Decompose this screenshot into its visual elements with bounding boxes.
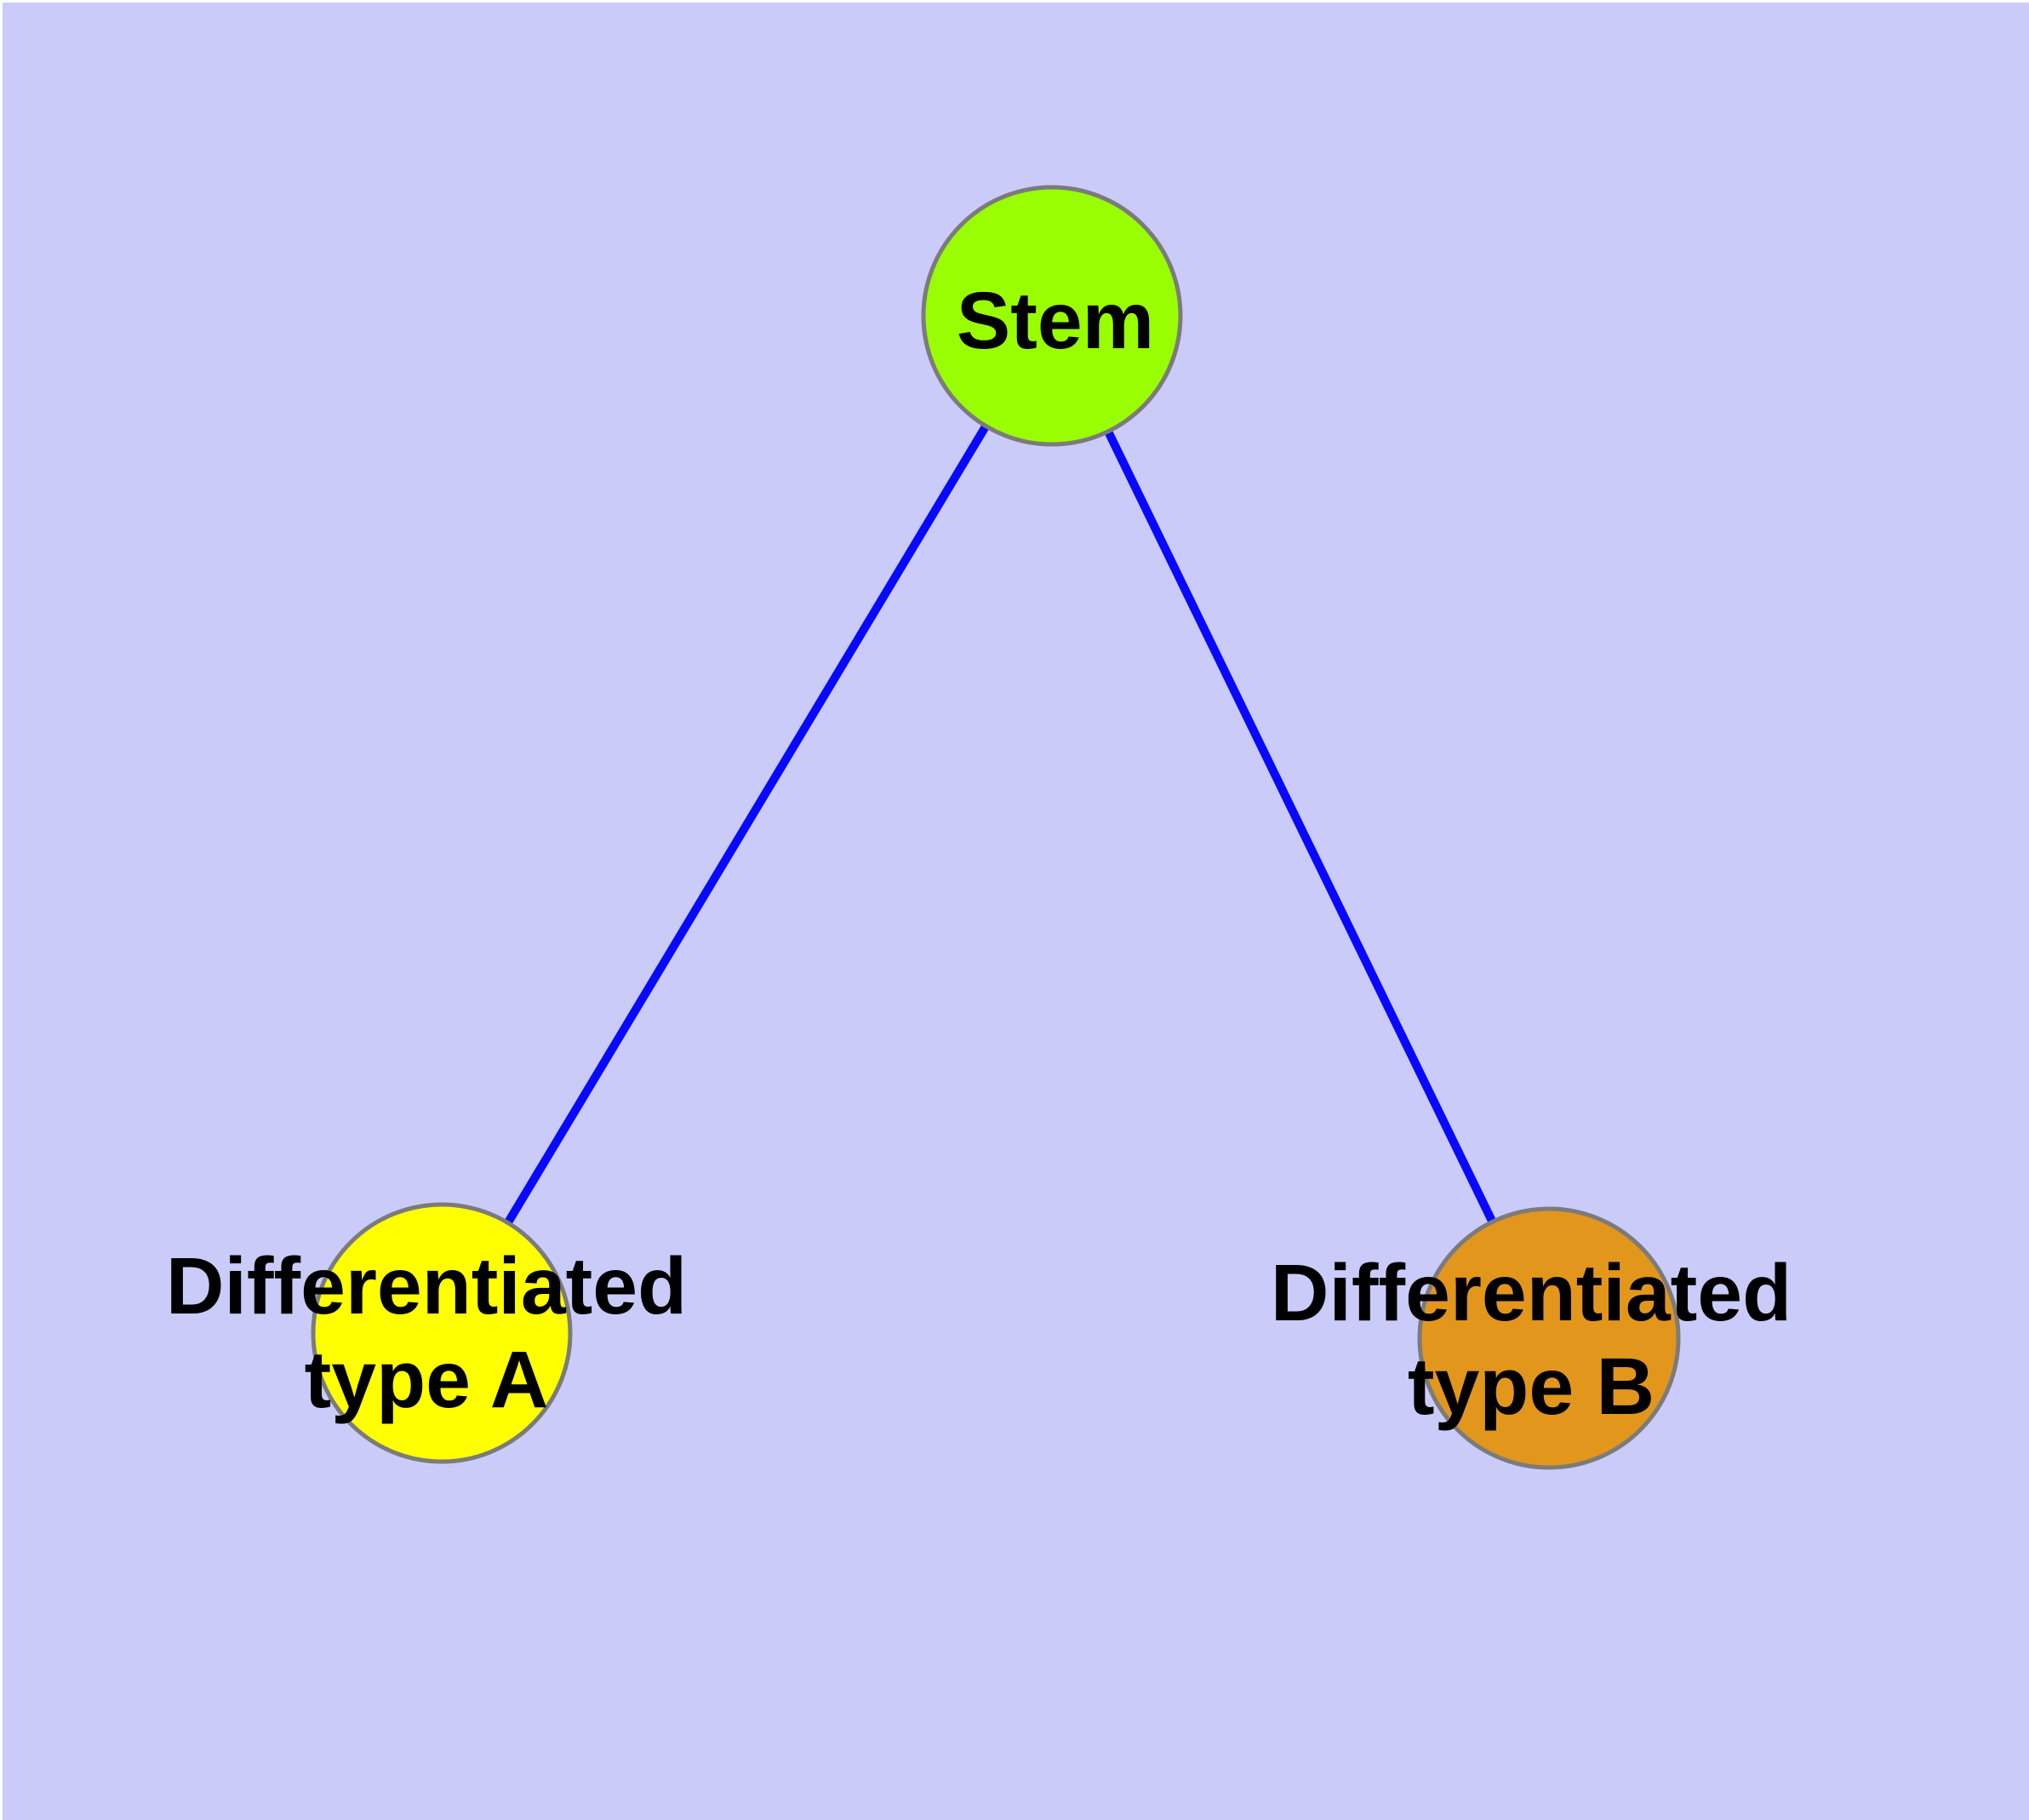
node-diff-type-b <box>1417 1206 1681 1470</box>
window-edge-left <box>0 0 3 1820</box>
edge-stem-to-diff-type-b <box>1048 313 1553 1341</box>
edge-stem-to-diff-type-a <box>437 313 1056 1336</box>
window-edge-top <box>0 0 2029 3</box>
node-stem <box>921 185 1183 447</box>
node-diff-type-a <box>311 1202 573 1464</box>
